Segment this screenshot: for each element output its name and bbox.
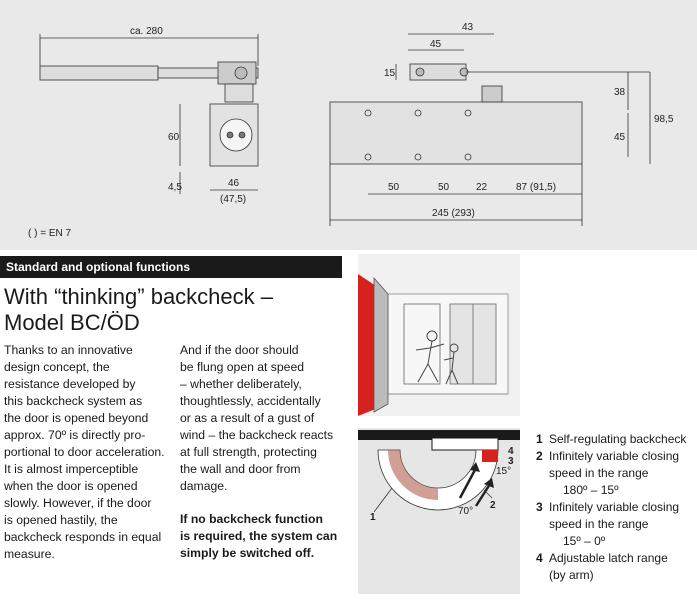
arm-right [157,67,259,79]
arm-left [39,65,159,81]
backcheck-diagram-svg: 1 2 3 4 70° 15° [358,430,520,523]
dim-ca280: ca. 280 [130,26,163,37]
text-line: the door is opened beyond [4,411,149,425]
diagram-label-1: 1 [370,512,376,523]
dim-87: 87 (91,5) [516,182,556,193]
switch-off-note: If no backcheck function is required, th… [180,511,340,562]
dim-38: 38 [614,87,626,98]
text-line: thoughtlessly, accidentally [180,394,321,408]
dim-45-right: 45 [614,132,626,143]
feature-text: 15º – 0º [563,534,606,548]
feature-text: Infinitely variable closing [549,500,680,514]
page-title: With “thinking” backcheck – Model BC/ÖD [4,284,344,336]
dim-43: 43 [462,22,474,33]
feature-text: speed in the range [549,517,649,531]
dim-46: 46 [228,178,240,189]
en-note: ( ) = EN 7 [28,228,72,239]
dim-60: 60 [168,132,180,143]
diagram-label-2: 2 [490,500,496,511]
text-line: damage. [180,479,228,493]
dim-47-5: (47,5) [220,194,246,205]
text-line: Thanks to an innovative [4,343,133,357]
feature-item-1: 1 Self-regulating backcheck [536,431,697,448]
diagram-label-3: 3 [508,456,514,467]
feature-item-3: 3 Infinitely variable closing speed in t… [536,499,697,550]
text-line: the wall and door from [180,462,301,476]
technical-drawing: ca. 280 43 45 15 38 98,5 45 60 4,5 46 (4… [0,0,697,250]
text-line: wind – the backcheck reacts [180,428,334,442]
section-bar: Standard and optional functions [0,256,342,278]
closer-spindle [219,118,253,152]
door-scene-svg [358,274,509,416]
text-line: And if the door should [180,343,299,357]
dim-50a: 50 [388,182,400,193]
diagram-angle-15: 15° [496,466,511,477]
feature-text: (by arm) [549,568,594,582]
closer-front [329,101,583,165]
arm-shaft [224,83,254,103]
text-line: is opened hastily, the [4,513,118,527]
section-bar-label: Standard and optional functions [6,260,190,274]
dim-22: 22 [476,182,488,193]
feature-number: 4 [536,551,543,565]
text-line: at full strength, protecting [180,445,317,459]
text-line: when the door is opened [4,479,138,493]
text-line: backcheck responds in equal [4,530,162,544]
spindle-hole-a [226,131,234,139]
text-line: slowly. However, if the door [4,496,152,510]
text-line: measure. [4,547,55,561]
title-line-1: With “thinking” backcheck – [4,284,273,309]
text-line: It is almost imperceptible [4,462,139,476]
front-shaft [481,85,503,103]
spindle-hole-b [238,131,246,139]
title-line-2: Model BC/ÖD [4,310,140,335]
text-line: approx. 70º is directly pro- [4,428,146,442]
feature-text: Adjustable latch range [549,551,668,565]
diagram-angle-70: 70° [458,506,473,517]
dim-50b: 50 [438,182,450,193]
body-column-1: Thanks to an innovative design concept, … [4,342,174,563]
feature-number: 3 [536,500,543,514]
backcheck-diagram: 1 2 3 4 70° 15° [358,428,520,594]
body-column-2: And if the door should be flung open at … [180,342,340,562]
feature-text: speed in the range [549,466,649,480]
text-line: portional to door acceleration. [4,445,165,459]
arm-pivot [234,66,248,80]
text-line: is required, the system can [180,529,338,543]
feature-text: 180º – 15º [563,483,619,497]
screw-markers [364,109,472,161]
text-line: be flung open at speed [180,360,305,374]
feature-text: Infinitely variable closing [549,449,680,463]
feature-text: Self-regulating backcheck [549,432,687,446]
door-illustration [358,254,520,416]
dimension-drawing-svg: ca. 280 43 45 15 38 98,5 45 60 4,5 46 (4… [39,22,674,226]
text-line: or as a result of a gust of [180,411,315,425]
feature-number: 2 [536,449,543,463]
text-line: this backcheck system as [4,394,143,408]
text-line: design concept, the [4,360,110,374]
text-line: If no backcheck function [180,512,323,526]
dim-4-5: 4,5 [168,182,182,193]
feature-number: 1 [536,432,543,446]
dim-45-top: 45 [430,39,442,50]
text-line: – whether deliberately, [180,377,302,391]
dim-15: 15 [384,68,396,79]
text-line: simply be switched off. [180,546,315,560]
dim-98-5: 98,5 [654,114,674,125]
feature-item-2: 2 Infinitely variable closing speed in t… [536,448,697,499]
text-line: resistance developed by [4,377,136,391]
feature-item-4: 4 Adjustable latch range (by arm) [536,550,697,584]
feature-list: 1 Self-regulating backcheck 2 Infinitely… [536,431,697,584]
diagram-label-4: 4 [508,446,514,457]
dim-245: 245 (293) [432,208,475,219]
